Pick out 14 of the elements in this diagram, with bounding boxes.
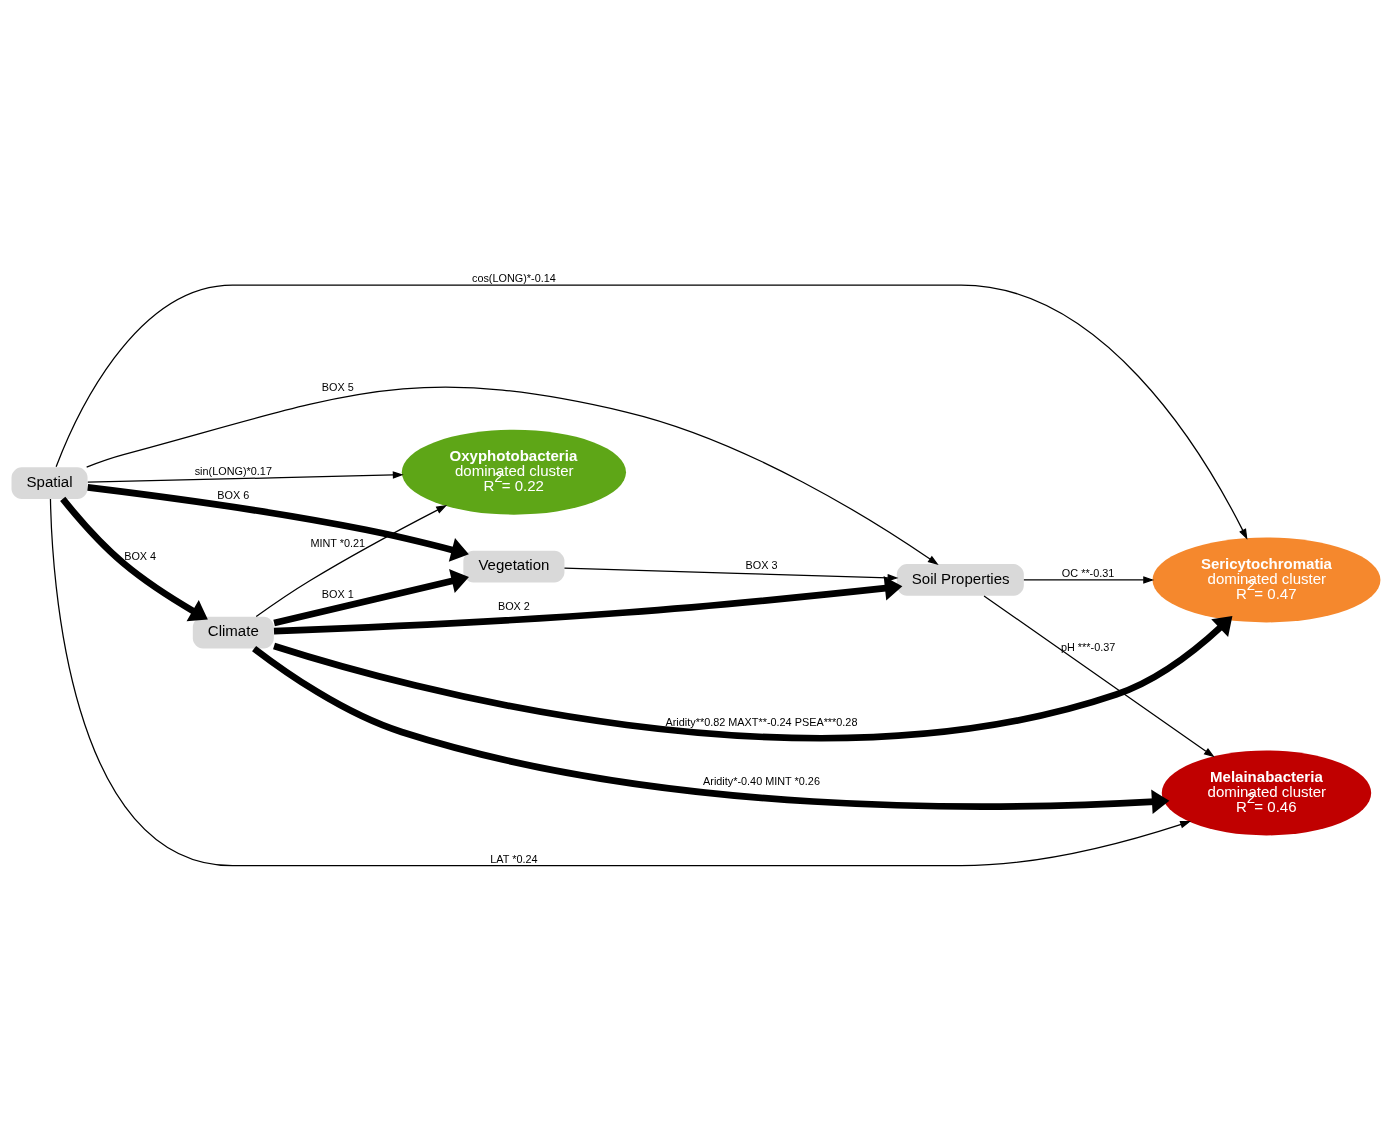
edge-label: cos(LONG)*-0.14	[471, 271, 556, 284]
edge-label: BOX 1	[321, 587, 354, 600]
edge-label: sin(LONG)*0.17	[194, 464, 272, 477]
edge-label: BOX 5	[321, 380, 354, 393]
edge-label: BOX 3	[745, 558, 778, 571]
edge-label: Aridity*-0.40 MINT *0.26	[703, 774, 820, 787]
edge-label: BOX 4	[124, 549, 157, 562]
edge-label: Aridity**0.82 MAXT**-0.24 PSEA***0.28	[665, 715, 858, 728]
edge-label: MINT *0.21	[310, 536, 366, 549]
edge-label: BOX 2	[497, 599, 530, 612]
edge-label: BOX 6	[217, 488, 250, 501]
edge-label: LAT *0.24	[490, 852, 538, 865]
edge-label: pH ***-0.37	[1060, 640, 1116, 653]
edge-label: OC **-0.31	[1061, 566, 1115, 579]
